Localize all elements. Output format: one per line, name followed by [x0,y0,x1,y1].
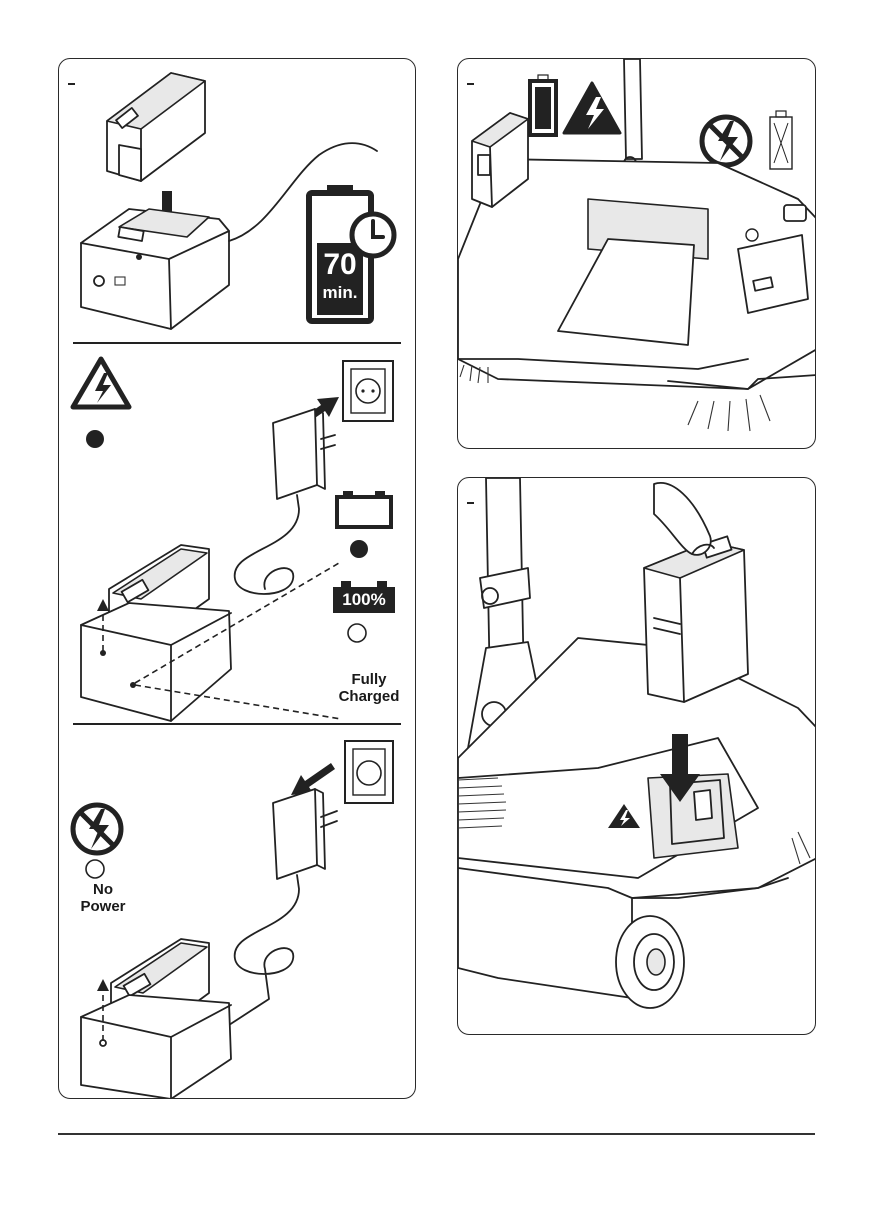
footer-rule [58,1133,815,1135]
fully-charged-line1: Fully [321,671,416,688]
adapter-icon [273,409,317,499]
no-power-line1: No [67,881,139,898]
no-power-label: No Power [67,881,139,915]
section-divider [73,342,401,344]
no-power-line2: Power [67,898,139,915]
battery-removed-illustration [458,59,816,449]
led-hazard-indicator [86,430,104,448]
led-full-indicator [348,624,366,642]
right-bottom-panel [457,477,816,1035]
right-top-panel [457,58,816,449]
finger-illustration [654,483,711,555]
led-charging-indicator [350,540,368,558]
charge-time-value: 70 [317,249,363,281]
section-divider [73,723,401,725]
charging-illustration [59,349,416,719]
socket-icon [345,741,393,803]
led-off-indicator [86,860,104,878]
fully-charged-line2: Charged [321,688,416,705]
battery-insert-machine-illustration [458,478,816,1035]
charge-time-unit: min. [317,284,363,302]
left-panel: 70 min. [58,58,416,1099]
battery-full-text: 100% [333,589,395,611]
adapter-icon [273,789,317,879]
fully-charged-label: Fully Charged [321,671,416,705]
